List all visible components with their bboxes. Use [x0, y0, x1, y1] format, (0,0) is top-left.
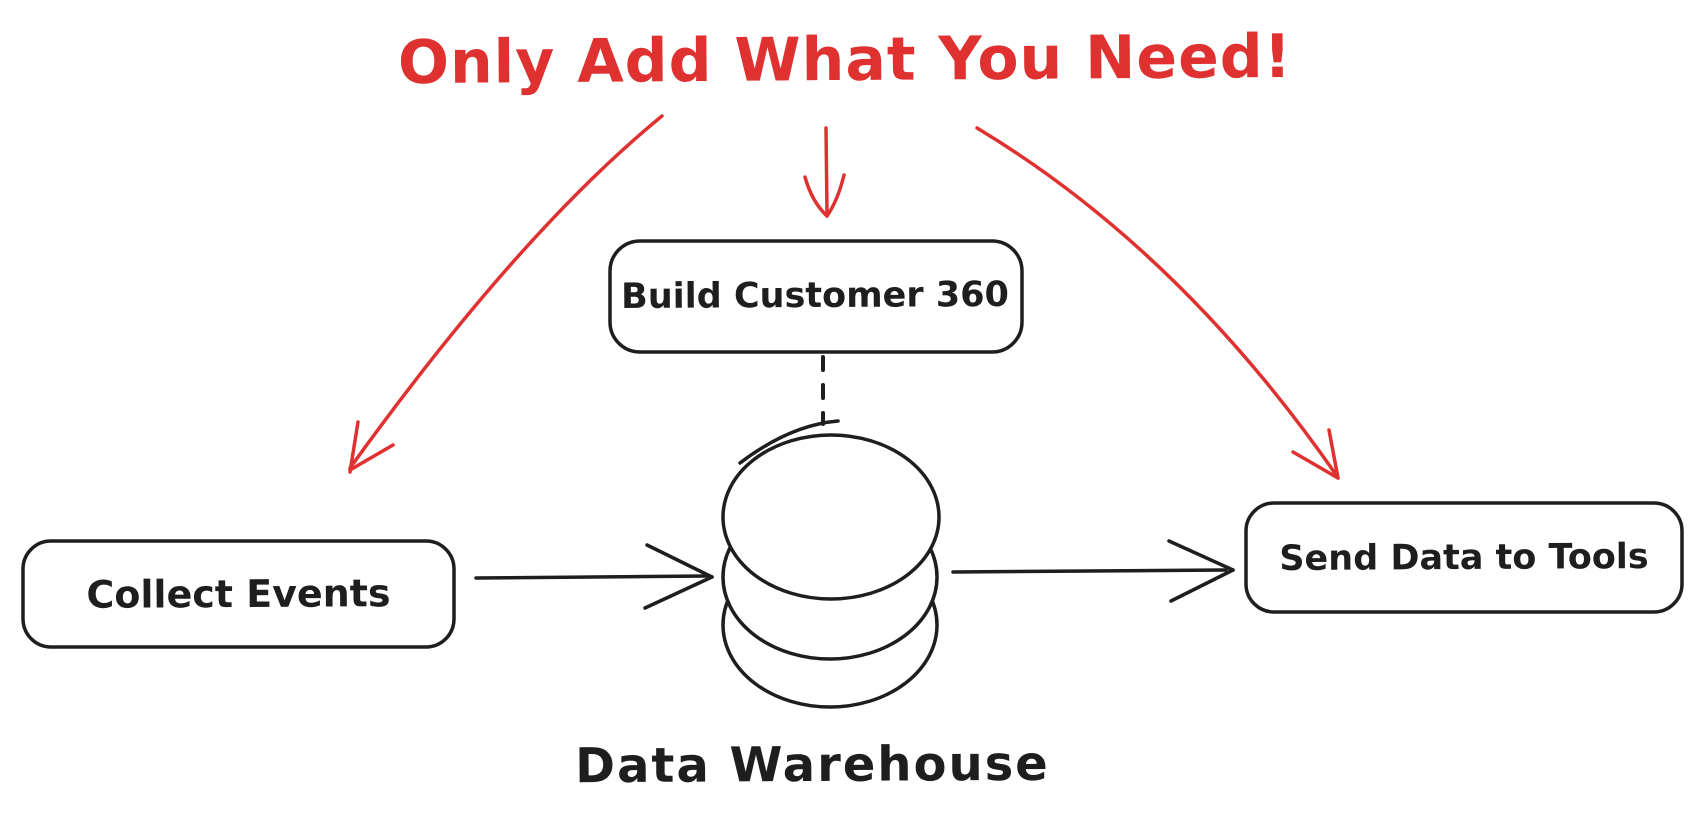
- arrow-collect-to-warehouse: [474, 543, 714, 610]
- data-warehouse-label: Data Warehouse: [575, 735, 1050, 795]
- collect-events-box: [21, 539, 456, 649]
- red-arrow-to-send-data-to-tools: [975, 126, 1340, 480]
- database-cylinder-icon: [721, 419, 941, 709]
- build-customer-360-box: [608, 239, 1024, 354]
- arrow-warehouse-to-tools: [951, 539, 1235, 603]
- send-data-to-tools-label: Send Data to Tools: [1279, 536, 1649, 579]
- red-arrow-to-collect-events: [348, 114, 664, 474]
- send-data-to-tools-box: [1244, 501, 1684, 614]
- collect-events-label: Collect Events: [86, 571, 391, 617]
- diagram-title: Only Add What You Need!: [397, 21, 1293, 99]
- build-customer-360-label: Build Customer 360: [621, 274, 1009, 318]
- red-arrow-to-build-customer-360: [803, 126, 846, 218]
